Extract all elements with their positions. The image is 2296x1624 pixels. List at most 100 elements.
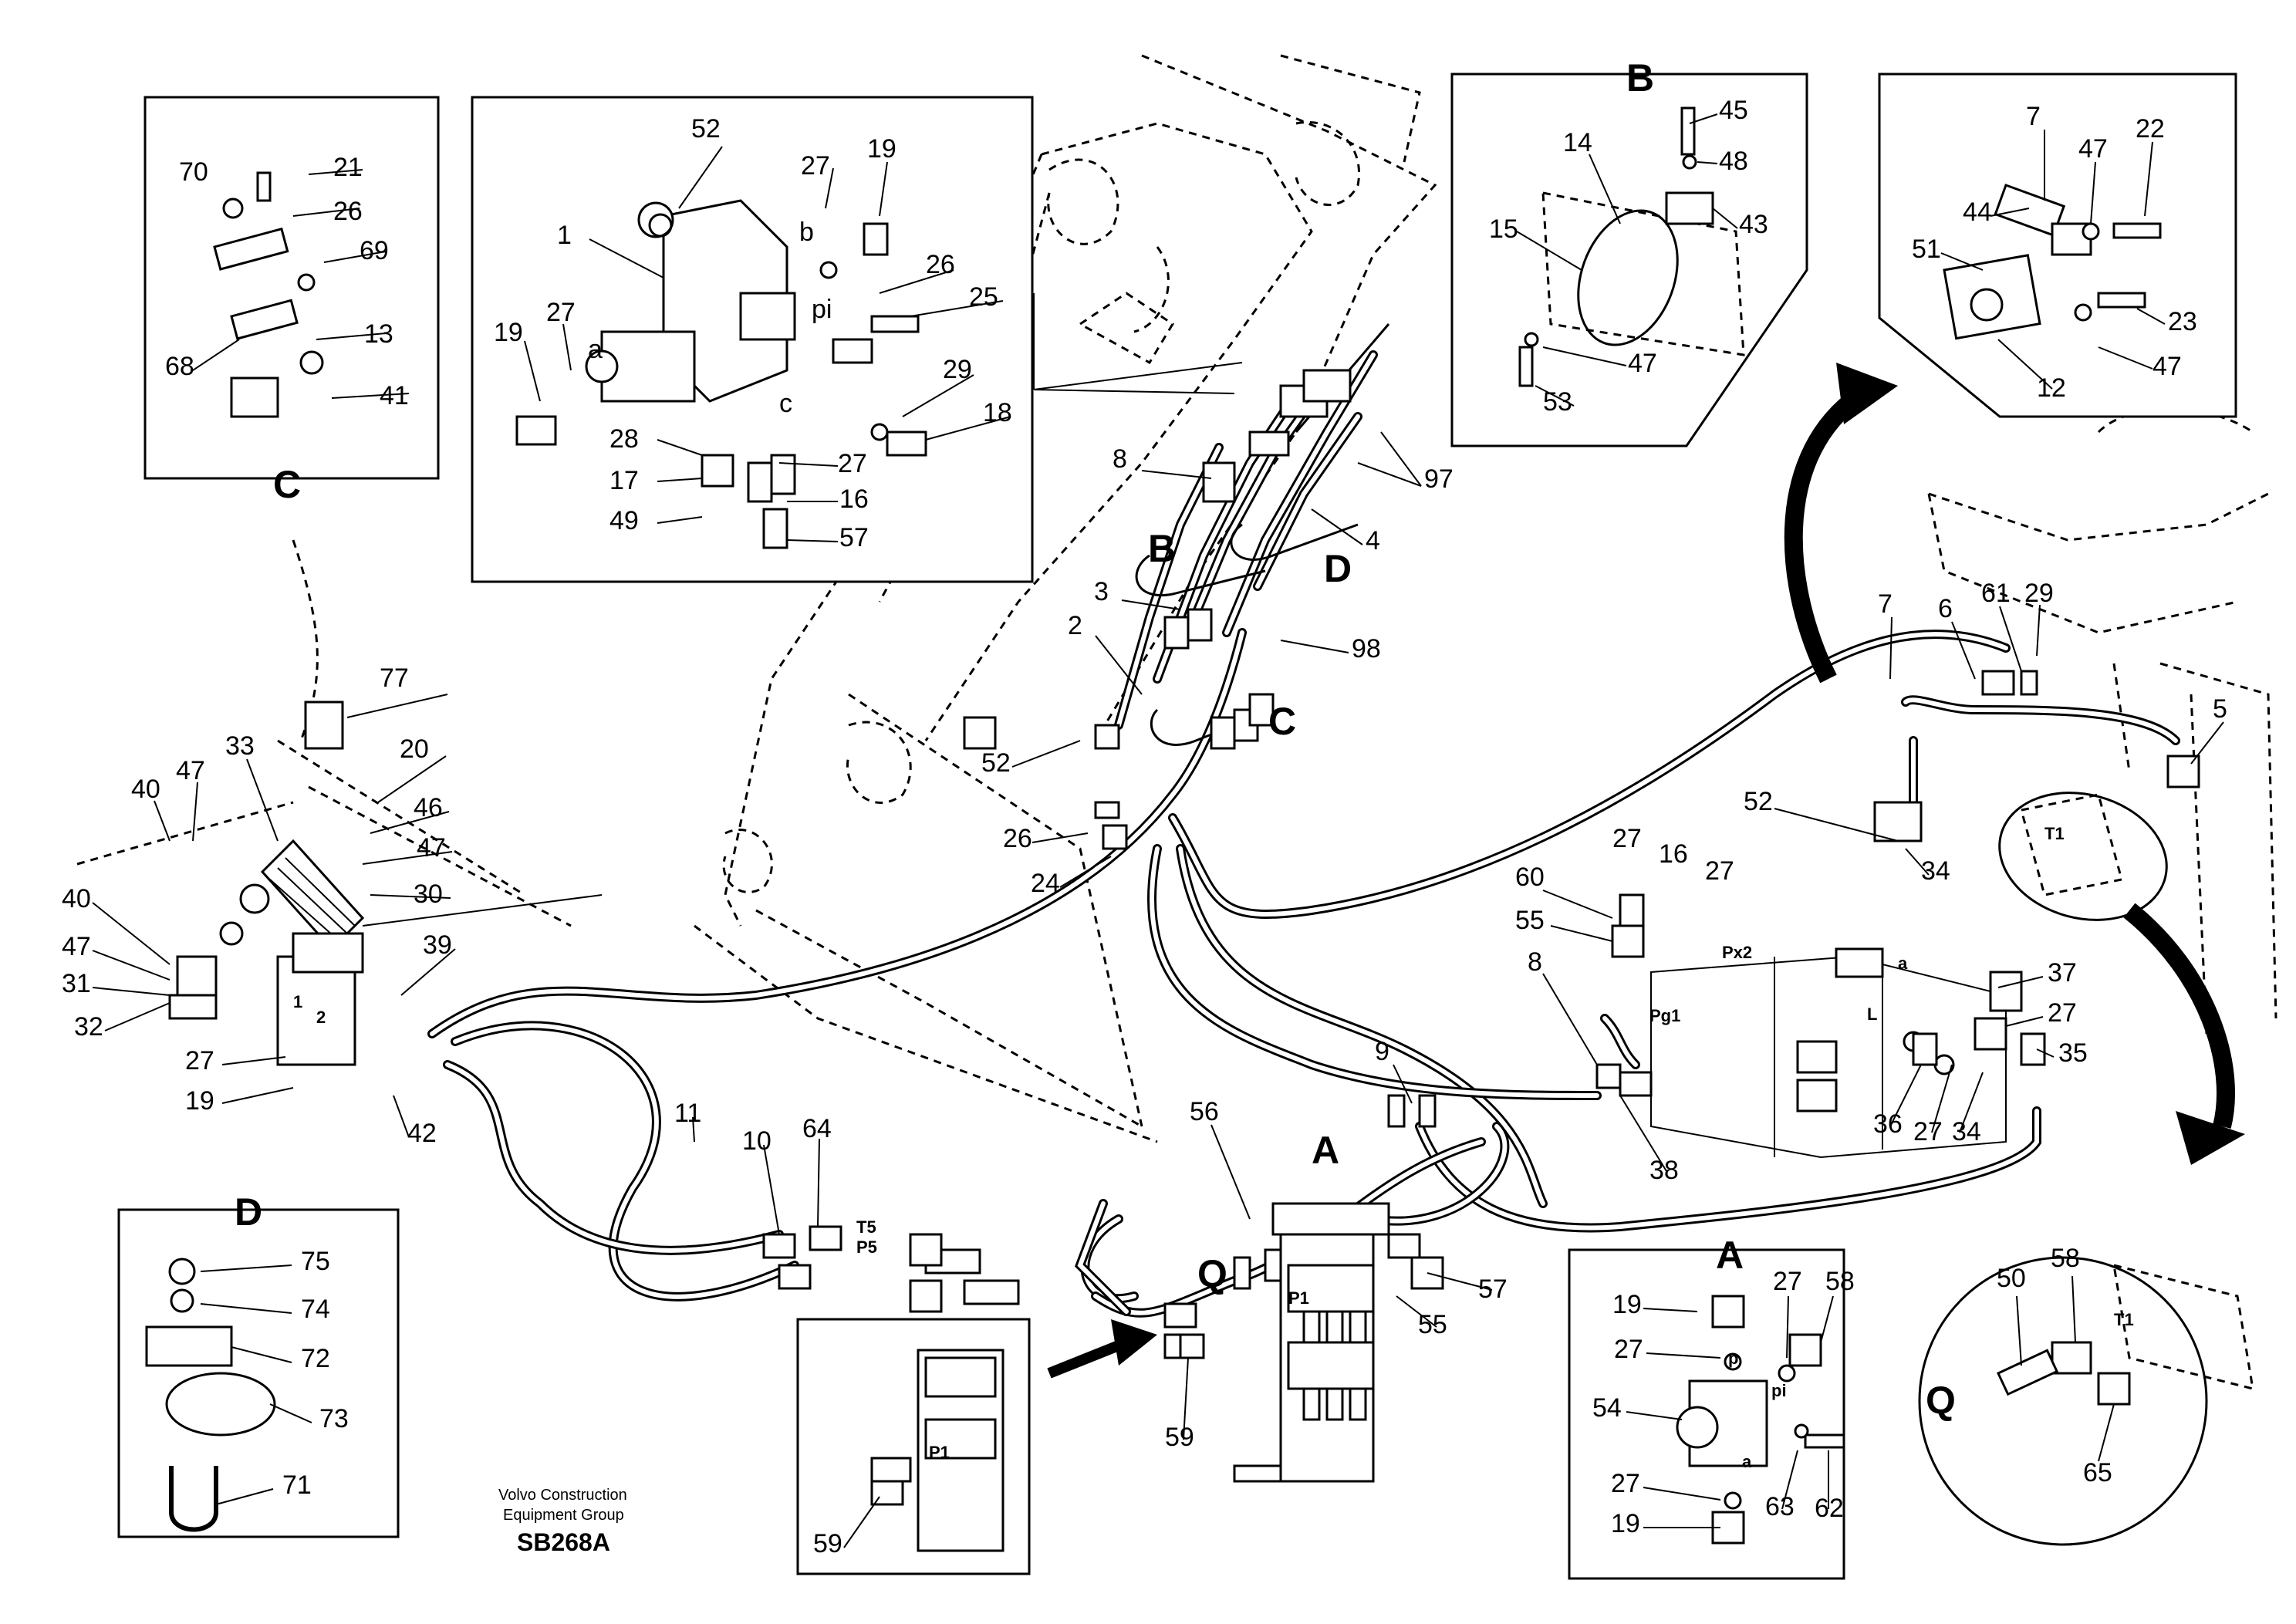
drawing-code: SB268A (517, 1528, 610, 1556)
callout: 27 (546, 298, 576, 327)
valve-block (1233, 1202, 1390, 1483)
callout: 61 (1981, 579, 2011, 608)
callout: 27 (1773, 1267, 1802, 1296)
callout: 64 (802, 1114, 832, 1143)
callout: 30 (414, 880, 443, 909)
arrow-to-inset (1047, 1337, 1129, 1379)
callout: 47 (176, 756, 205, 785)
callout: 32 (74, 1012, 103, 1042)
callout: 26 (1003, 824, 1032, 853)
callout: 52 (691, 114, 721, 143)
port-p5: P5 (856, 1237, 877, 1257)
port-label: b (799, 218, 814, 247)
fittings (762, 369, 2200, 1359)
callout: 71 (282, 1470, 312, 1500)
control-valve-block (1650, 947, 2007, 1159)
callout: 65 (2083, 1458, 2112, 1487)
callout: 21 (333, 153, 363, 182)
callout: 8 (1528, 947, 1542, 977)
callout: 49 (609, 506, 639, 535)
callout: 1 (557, 221, 572, 250)
callout: 57 (1478, 1275, 1508, 1304)
section-letter-c-main: C (1268, 700, 1296, 743)
callout: 33 (225, 731, 255, 761)
section-letter-b: B (1626, 56, 1654, 100)
callouts-inset: 59 (813, 1529, 842, 1558)
port-l-block: L (1867, 1004, 1877, 1024)
port-pg1: Pg1 (1649, 1006, 1680, 1025)
port-px2: Px2 (1722, 943, 1752, 962)
callout: 45 (1719, 96, 1748, 125)
detail-a-box (1568, 1248, 1845, 1580)
callout: 4 (1366, 526, 1380, 555)
callout: 16 (839, 484, 869, 514)
port-label: pi (812, 295, 832, 324)
section-letter-b-main: B (1148, 527, 1176, 570)
callout: 23 (2168, 307, 2197, 336)
callout: 47 (2078, 134, 2108, 164)
callout: 19 (1612, 1290, 1642, 1319)
main-components (168, 293, 2245, 1483)
port-p1-inset: P1 (929, 1443, 950, 1462)
callout: 7 (2026, 102, 2041, 131)
section-letter-a-main: A (1312, 1129, 1339, 1172)
callout: 74 (301, 1295, 330, 1324)
callout: 47 (1628, 349, 1657, 378)
callout: 11 (674, 1099, 701, 1128)
callout: 29 (943, 355, 972, 384)
callout: 42 (407, 1119, 437, 1148)
section-letter-d: D (235, 1190, 262, 1234)
callout: 47 (417, 833, 446, 863)
callout: 19 (1611, 1509, 1640, 1538)
callout: 48 (1719, 147, 1748, 176)
callout: 19 (867, 134, 896, 164)
callout: 16 (1659, 839, 1688, 869)
arrow-to-detail-circle (2123, 903, 2235, 1129)
port-pi-detail-a: pi (1771, 1381, 1787, 1400)
port-t1: T1 (2044, 824, 2065, 843)
inset-p1-box (796, 1318, 1031, 1575)
foot-pedal (168, 839, 365, 1066)
callout: 98 (1352, 634, 1381, 663)
detail-valve-box (471, 96, 1034, 583)
callout: 59 (813, 1529, 842, 1558)
callout: 29 (2024, 579, 2054, 608)
callouts-detail-d: D 75 74 72 73 71 (235, 1190, 349, 1500)
callout: 37 (2048, 958, 2077, 988)
callout: 5 (2213, 694, 2227, 724)
callout: 36 (1873, 1109, 1903, 1139)
callout: 59 (1165, 1423, 1194, 1452)
callouts-detail-circle: 50 58 65 (1997, 1244, 2112, 1487)
callout: 63 (1765, 1492, 1795, 1521)
callout: 6 (1938, 594, 1953, 623)
callout: 41 (380, 381, 409, 410)
port-labels: Px2 Pg1 T1 T5 P5 P1 P1 a L 1 2 Q Q T1 p … (293, 824, 2134, 1471)
callout: 75 (301, 1247, 330, 1276)
callout: 35 (2058, 1038, 2088, 1068)
callout: 69 (360, 236, 389, 265)
port-t1-circle: T1 (2114, 1310, 2134, 1329)
footer: Volvo Construction Equipment Group SB268… (498, 1487, 627, 1556)
callout: 20 (400, 734, 429, 764)
callouts-detail-c-top: 70 21 26 69 13 68 41 C (165, 153, 409, 506)
detail-b-box (1450, 73, 1808, 447)
port-q-circle: Q (1926, 1379, 1956, 1422)
callout: 27 (1913, 1117, 1943, 1146)
callout: 15 (1489, 214, 1518, 244)
callout: 3 (1094, 577, 1109, 606)
callout: 17 (609, 466, 639, 495)
detail-circle (1918, 1256, 2254, 1546)
callout: 57 (839, 523, 869, 552)
callout: 47 (62, 932, 91, 961)
callout: 73 (319, 1404, 349, 1433)
company-line-1: Volvo Construction (498, 1487, 627, 1504)
callout: 9 (1375, 1037, 1389, 1066)
callout: 28 (609, 424, 639, 454)
callout: 44 (1963, 198, 1992, 227)
label-card (304, 701, 344, 750)
callouts-detail-valve: 52 27 19 1 b 26 pi 25 19 27 a c 29 18 28… (494, 114, 1012, 552)
port-a-block: a (1898, 954, 1908, 973)
callout: 8 (1113, 444, 1127, 474)
